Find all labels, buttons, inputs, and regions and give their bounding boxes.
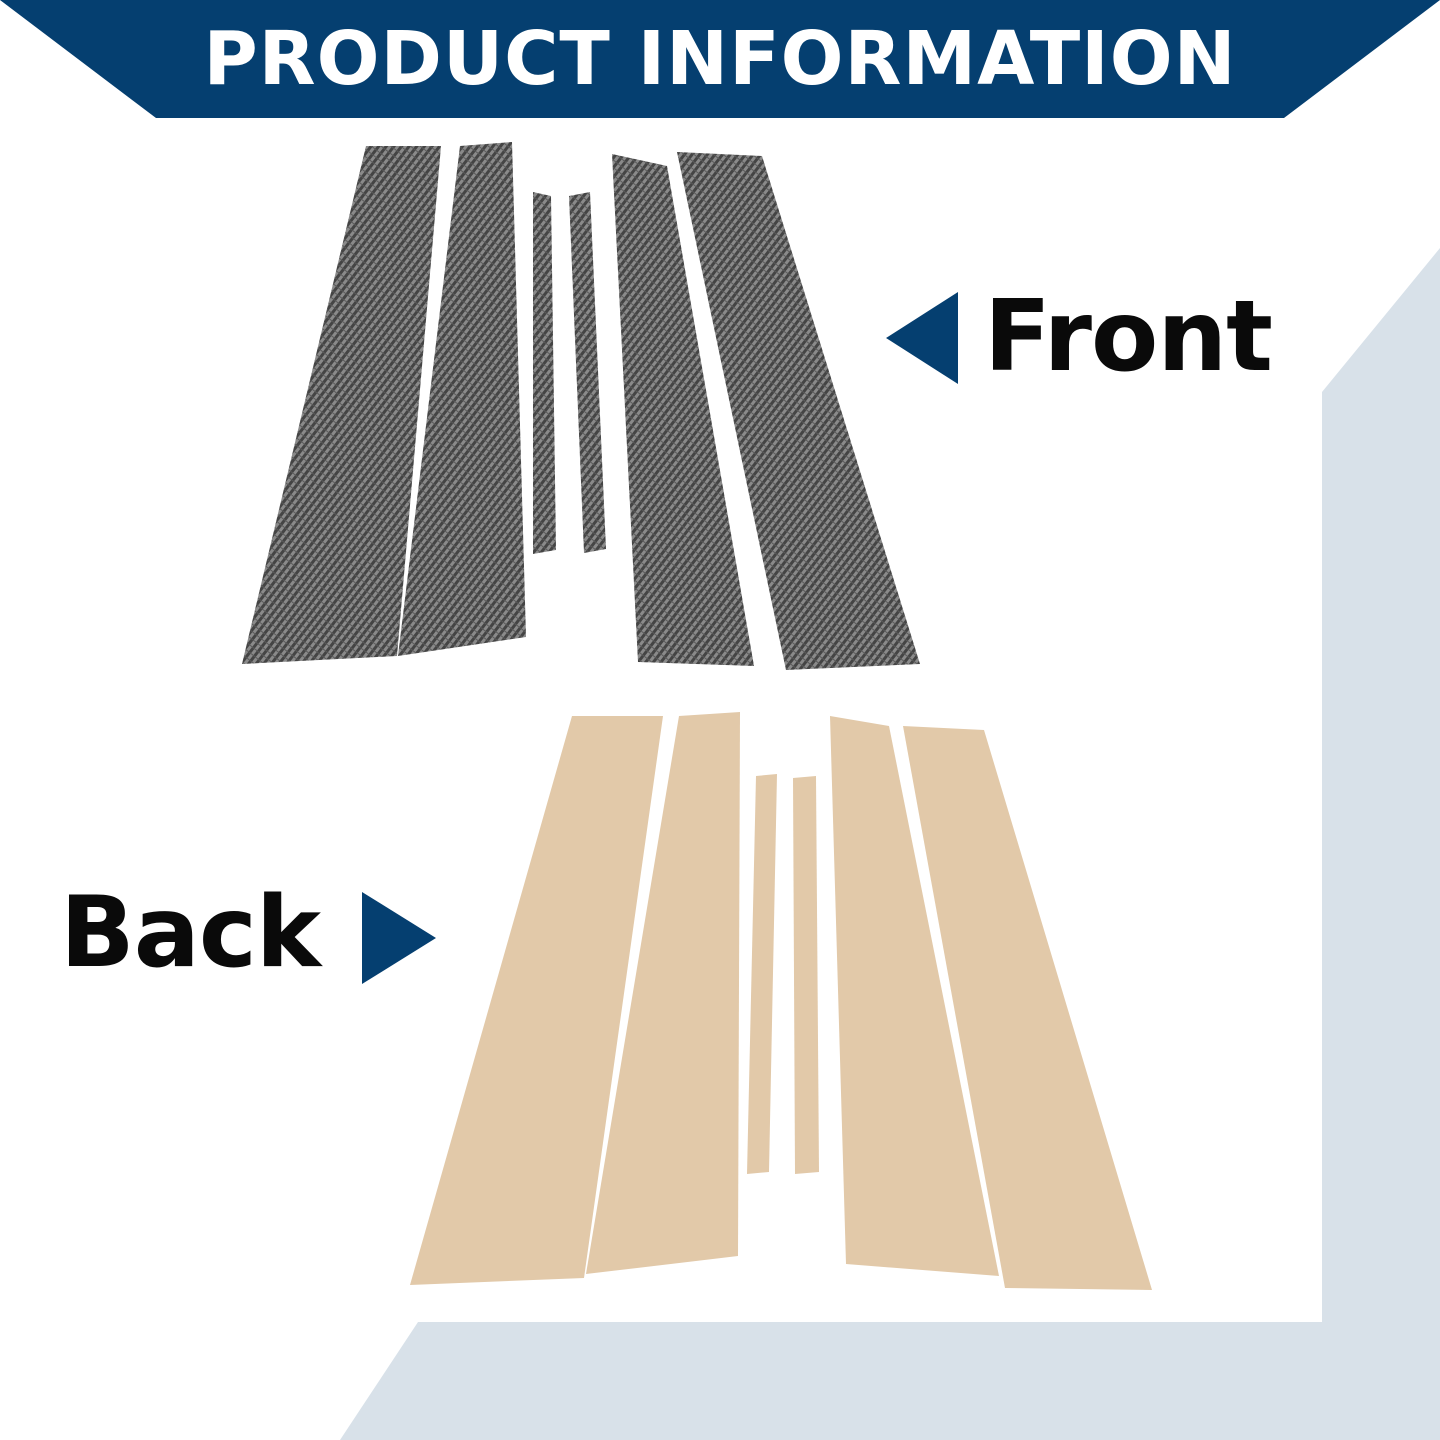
front-strip-4 (569, 192, 606, 553)
triangle-left-icon (886, 292, 958, 384)
accent-panel-shape (340, 248, 1440, 1440)
front-strip-3 (533, 192, 556, 554)
page-title: PRODUCT INFORMATION (203, 16, 1237, 102)
back-strip-6 (903, 726, 1152, 1290)
back-label: Back (60, 876, 321, 990)
front-strip-1 (242, 146, 441, 664)
triangle-right-icon (362, 892, 436, 984)
back-strip-3 (747, 774, 777, 1174)
header-banner-shape (0, 0, 1440, 118)
back-strip-1 (410, 716, 663, 1285)
header-banner (0, 0, 1440, 118)
back-strip-4 (793, 776, 819, 1174)
front-strip-6 (677, 152, 920, 670)
back-strip-5 (830, 716, 999, 1276)
front-strips (242, 142, 920, 670)
back-strips (410, 712, 1152, 1290)
front-strip-5 (612, 154, 754, 666)
front-label: Front (984, 280, 1273, 394)
front-strip-2 (398, 142, 526, 656)
back-strip-2 (586, 712, 740, 1274)
